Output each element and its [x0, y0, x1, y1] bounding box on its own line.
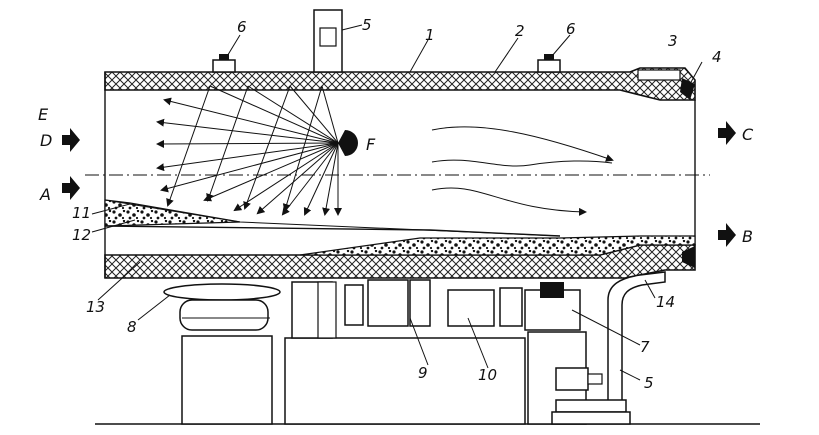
arrow-d — [62, 128, 80, 152]
part-label-6-left: 6 — [237, 18, 247, 36]
radiation-rays — [156, 85, 342, 216]
flow-label-d: D — [40, 131, 52, 150]
flow-label-a: A — [39, 185, 51, 204]
tyre-bolts-right — [537, 54, 561, 73]
part-label-2: 2 — [515, 22, 525, 40]
outlet-seal-tip-bottom — [682, 246, 695, 268]
part-label-8: 8 — [127, 318, 137, 336]
outlet-seal — [637, 69, 681, 81]
arrow-b — [718, 223, 736, 247]
bottom-fan — [551, 367, 631, 425]
kiln-shell-top — [104, 67, 696, 101]
part-label-12: 12 — [72, 226, 91, 244]
part-label-6-right: 6 — [566, 20, 576, 38]
part-label-3: 3 — [668, 32, 678, 50]
top-fan-motor — [319, 27, 337, 47]
arrow-c — [718, 121, 736, 145]
divider-plate — [104, 225, 561, 237]
tyre-bolts-left — [212, 54, 236, 73]
burner-label-f: F — [366, 135, 376, 154]
material-bed — [299, 235, 696, 256]
divider-plate-upper — [104, 199, 561, 237]
top-fan-housing — [313, 9, 343, 73]
arrow-a — [62, 176, 80, 200]
part-label-4: 4 — [712, 48, 722, 66]
part-label-7: 7 — [640, 338, 650, 356]
part-label-11: 11 — [72, 204, 91, 222]
part-label-10: 10 — [478, 366, 497, 384]
drive-unit — [284, 279, 526, 425]
part-label-14: 14 — [656, 293, 675, 311]
inlet-wedge — [104, 199, 241, 227]
part-label-9: 9 — [418, 364, 428, 382]
outlet-chute — [607, 271, 666, 410]
part-label-5-bottom: 5 — [644, 374, 654, 392]
flow-label-c: C — [742, 125, 754, 144]
flow-label-e: E — [38, 105, 49, 124]
part-label-5-top: 5 — [362, 16, 372, 34]
part-label-1: 1 — [425, 26, 435, 44]
gas-flow-lines — [431, 126, 614, 216]
flow-label-b: B — [742, 227, 753, 246]
support-roller-left — [163, 283, 281, 425]
part-label-13: 13 — [86, 298, 105, 316]
leader-lines — [91, 24, 703, 381]
outlet-seal-tip — [680, 78, 695, 100]
burner — [338, 130, 358, 156]
